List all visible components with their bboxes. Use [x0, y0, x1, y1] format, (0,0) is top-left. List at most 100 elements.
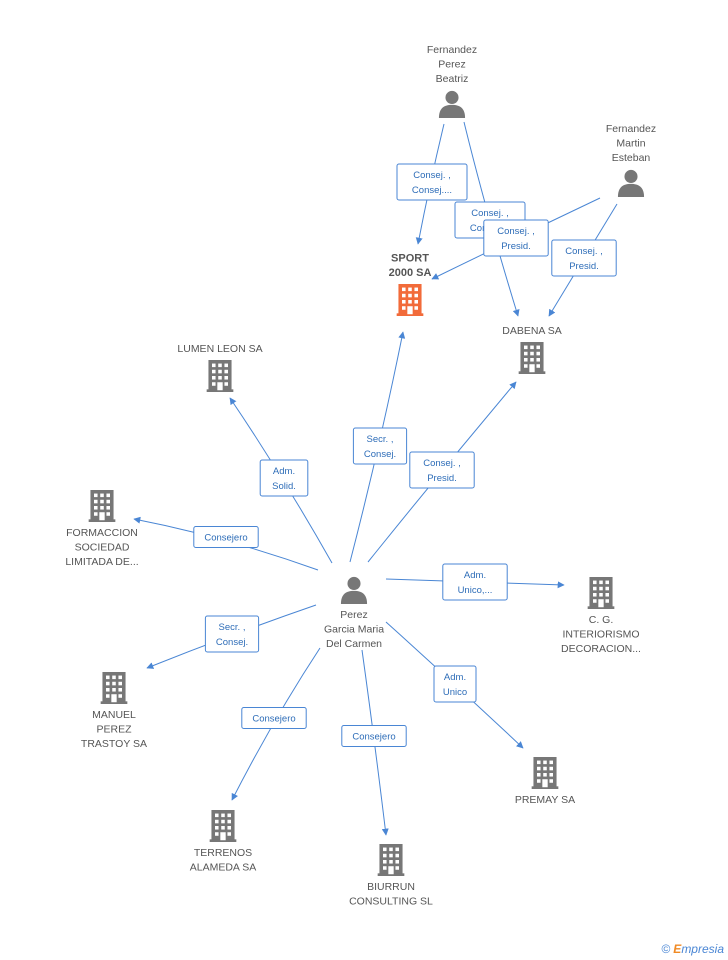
- edge-role-text: Presid.: [501, 241, 531, 252]
- node-label: 2000 SA: [389, 267, 432, 279]
- building-icon: [518, 342, 546, 374]
- edge-role-text: Secr. ,: [367, 434, 394, 445]
- edge-role-badge[interactable]: Consejero: [193, 526, 259, 548]
- company-node-sport[interactable]: SPORT 2000 SA: [389, 253, 432, 317]
- building-icon: [88, 490, 116, 522]
- edge-role-box: [204, 615, 260, 653]
- edge-role-text: Consejero: [252, 714, 295, 725]
- person-icon: [340, 576, 368, 604]
- edge-ppgm-to-dabena: Consej. , Presid.: [367, 381, 517, 563]
- edge-role-text: Consej.: [216, 637, 248, 648]
- edge-role-text: Secr. ,: [219, 622, 246, 633]
- company-node-manuel[interactable]: MANUEL PEREZ TRASTOY SA: [81, 672, 147, 750]
- edge-role-badge[interactable]: Consej. ,Consej....: [396, 163, 468, 201]
- company-node-premay[interactable]: PREMAY SA: [515, 757, 575, 806]
- edge-fme-to-dabena: Consej. , Presid.: [548, 203, 618, 317]
- edge-fme-to-sport: Consej. , Presid.: [431, 197, 601, 280]
- edge-role-text: Adm.: [444, 672, 466, 683]
- brand-name: mpresia: [681, 942, 724, 956]
- edge-role-text: Adm.: [273, 466, 295, 477]
- edge-role-badge[interactable]: Adm. Unico,...: [442, 563, 508, 601]
- node-label: SOCIEDAD: [75, 542, 130, 554]
- node-label: SPORT: [391, 253, 429, 265]
- node-label: PEREZ: [96, 724, 132, 736]
- edge-ppgm-to-formaccion: Consejero: [133, 516, 319, 571]
- node-label: LUMEN LEON SA: [177, 343, 262, 355]
- edge-role-badge[interactable]: Adm. Solid.: [259, 459, 309, 497]
- edge-role-text: Consej.: [364, 449, 396, 460]
- edge-ppgm-to-biurrun: Consejero: [341, 649, 407, 836]
- edge-role-text: Consej. ,: [565, 246, 603, 257]
- edge-role-badge[interactable]: Consejero: [341, 725, 407, 747]
- edge-role-text: Consej....: [412, 185, 452, 196]
- node-label: CONSULTING SL: [349, 896, 433, 908]
- edge-role-badge[interactable]: Consej. , Presid.: [483, 219, 549, 257]
- edge-ppgm-to-manuel: Secr. , Consej.: [146, 604, 317, 669]
- edge-role-box: [352, 427, 408, 465]
- edge-role-badge[interactable]: Consej. , Presid.: [409, 451, 475, 489]
- edge-role-box: [341, 725, 407, 747]
- node-label: INTERIORISMO: [562, 629, 639, 641]
- node-label: Martin: [616, 138, 645, 150]
- building-icon: [377, 844, 405, 876]
- edge-role-badge[interactable]: Secr. , Consej.: [204, 615, 260, 653]
- node-label: Fernandez: [606, 123, 656, 135]
- brand-initial: E: [673, 942, 682, 956]
- node-label: LIMITADA DE...: [65, 556, 138, 568]
- edge-role-text: Unico: [443, 687, 467, 698]
- node-label: Beatriz: [436, 73, 469, 85]
- edge-fpb-to-dabena: Consej. ,Consej....: [454, 121, 526, 317]
- copyright-symbol: ©: [661, 942, 671, 956]
- edge-role-box: [551, 239, 617, 277]
- edge-role-text: Consej. ,: [497, 226, 535, 237]
- edge-ppgm-to-lumen: Adm. Solid.: [229, 397, 333, 564]
- company-node-cg[interactable]: C. G. INTERIORISMO DECORACION...: [561, 577, 641, 655]
- edge-role-box: [193, 526, 259, 548]
- edge-role-text: Solid.: [272, 481, 296, 492]
- empresia-watermark: ©Empresia: [661, 942, 724, 956]
- edge-role-box: [259, 459, 309, 497]
- edge-role-text: Consejero: [204, 533, 247, 544]
- edge-role-box: [241, 707, 307, 729]
- node-label: Del Carmen: [326, 638, 382, 650]
- building-icon: [206, 360, 234, 392]
- edge-role-box: [442, 563, 508, 601]
- node-label: C. G.: [589, 614, 614, 626]
- edge-role-badge[interactable]: Consejero: [241, 707, 307, 729]
- building-icon: [209, 810, 237, 842]
- edge-role-box: [483, 219, 549, 257]
- company-node-lumen[interactable]: LUMEN LEON SA: [177, 343, 263, 392]
- edge-role-badge[interactable]: Adm. Unico: [433, 665, 477, 703]
- node-label: DABENA SA: [502, 325, 562, 337]
- node-label: MANUEL: [92, 709, 136, 721]
- company-node-formaccion[interactable]: FORMACCION SOCIEDAD LIMITADA DE...: [65, 490, 139, 568]
- edge-role-badge[interactable]: Consej. , Presid.: [551, 239, 617, 277]
- node-label: Garcia Maria: [324, 624, 384, 636]
- edge-role-text: Presid.: [427, 473, 457, 484]
- nodes-layer: FernandezPerezBeatrizFernandezMartinEste…: [65, 44, 656, 908]
- edge-role-text: Presid.: [569, 261, 599, 272]
- edge-ppgm-to-sport: Secr. , Consej.: [349, 331, 408, 563]
- node-label: Esteban: [612, 152, 651, 164]
- edge-role-text: Unico,...: [458, 585, 493, 596]
- node-label: DECORACION...: [561, 643, 641, 655]
- building-icon: [531, 757, 559, 789]
- edge-role-badge[interactable]: Secr. , Consej.: [352, 427, 408, 465]
- edge-role-text: Consej. ,: [471, 208, 509, 219]
- edge-ppgm-to-cg: Adm. Unico,...: [385, 563, 565, 601]
- node-label: FORMACCION: [66, 527, 138, 539]
- person-icon: [617, 169, 645, 197]
- edge-role-text: Adm.: [464, 570, 486, 581]
- node-label: TRASTOY SA: [81, 738, 147, 750]
- company-node-dabena[interactable]: DABENA SA: [502, 325, 562, 374]
- edge-ppgm-to-terrenos: Consejero: [231, 647, 321, 801]
- edge-role-box: [396, 163, 468, 201]
- edge-role-text: Consej. ,: [423, 458, 461, 469]
- edge-role-box: [409, 451, 475, 489]
